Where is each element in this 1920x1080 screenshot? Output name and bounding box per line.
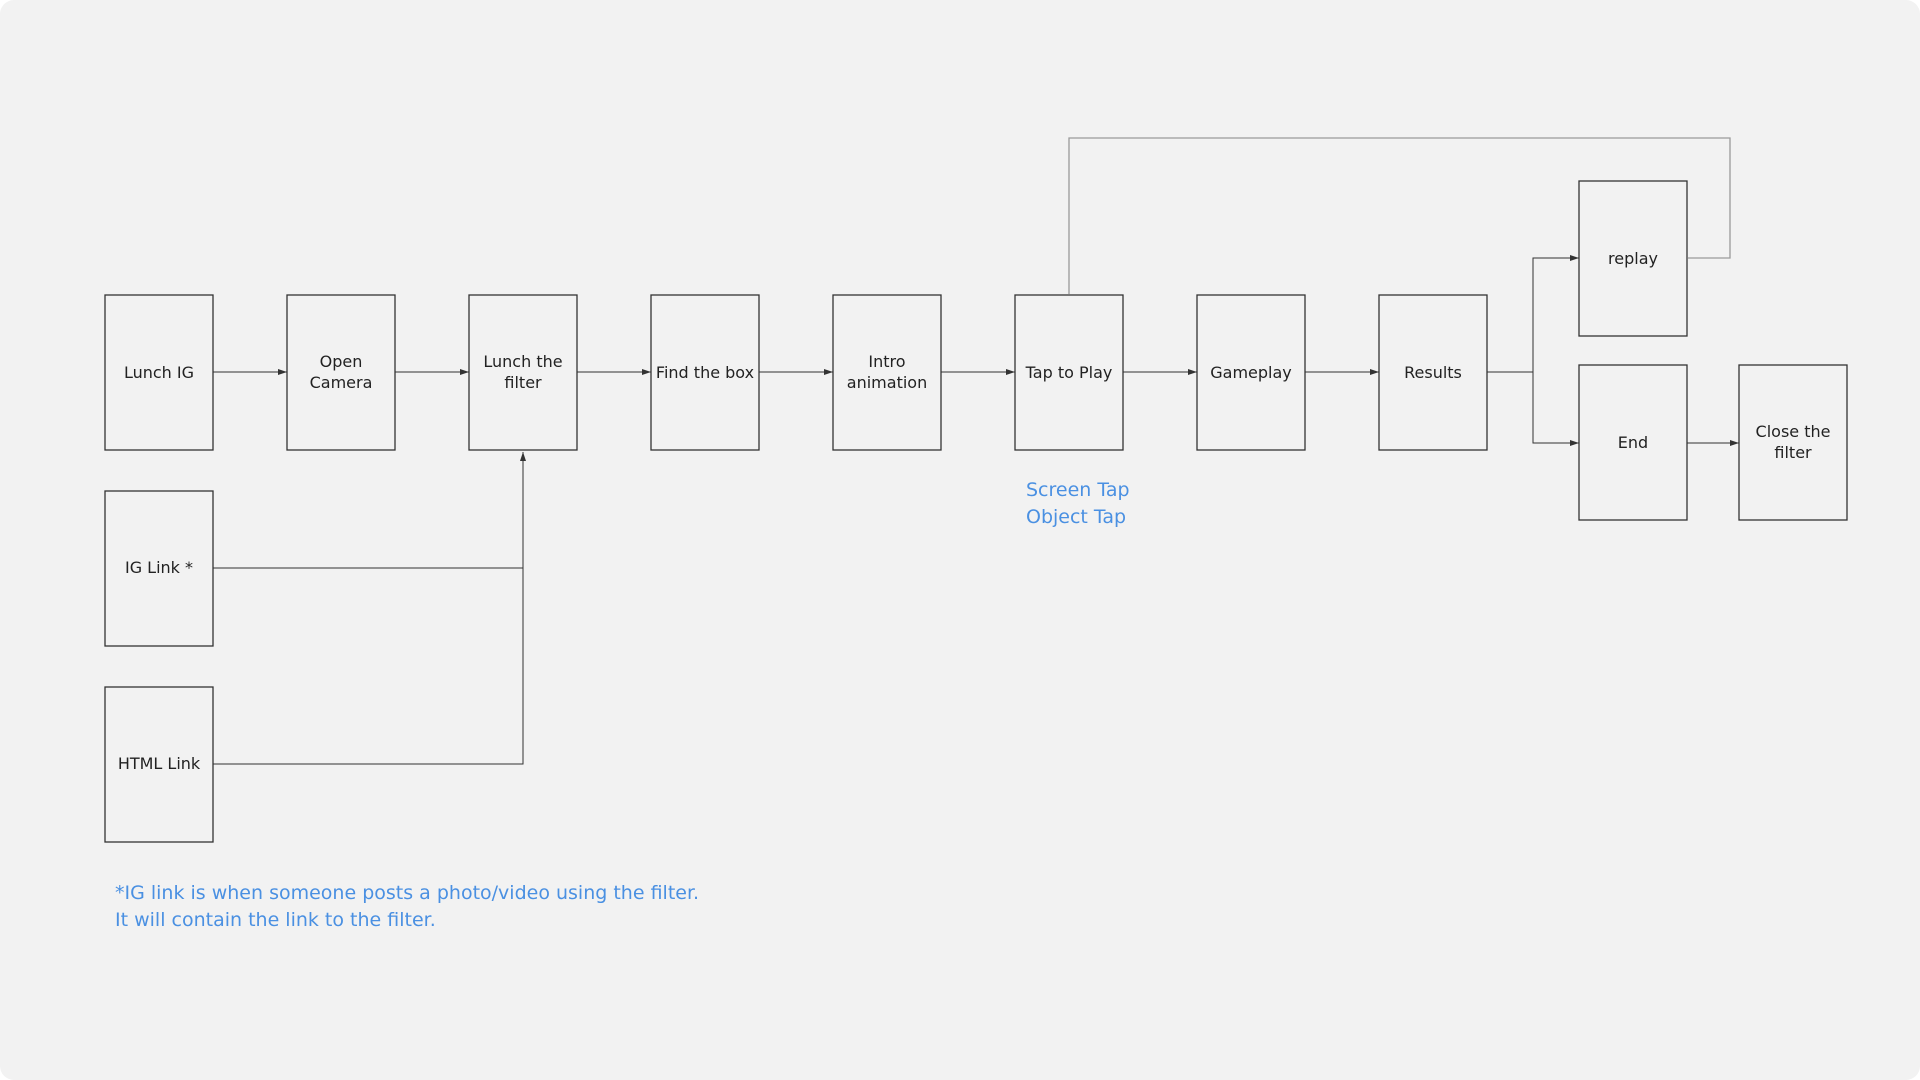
edge-results-to-replay [1487,255,1579,373]
footnote-line1: *IG link is when someone posts a photo/v… [115,882,700,904]
edge-results-to-end [1532,372,1579,446]
node-label-intro-animation-line2: animation [847,373,927,392]
node-label-tap-to-play: Tap to Play [1025,363,1113,382]
tap-note-line2: Object Tap [1026,506,1127,528]
node-label-open-camera-line2: Camera [310,373,373,392]
node-close-the-filter: Close the filter [1738,364,1848,521]
node-label-end: End [1618,433,1648,452]
node-label-results: Results [1404,363,1462,382]
node-results: Results [1378,294,1488,451]
node-find-the-box: Find the box [650,294,760,451]
node-gameplay: Gameplay [1196,294,1306,451]
tap-note-line1: Screen Tap [1026,479,1130,501]
edge-replay-to-tap-to-play [1068,137,1731,294]
footnote-line2: It will contain the link to the filter. [115,909,436,931]
node-label-lunch-filter-line1: Lunch the [483,352,562,371]
node-end: End [1578,364,1688,521]
node-label-html-link: HTML Link [118,754,201,773]
node-lunch-the-filter: Lunch the filter [468,294,578,451]
node-html-link: HTML Link [104,686,214,843]
node-label-lunch-ig: Lunch IG [124,363,194,382]
edge-html-link-to-lunch-filter [213,452,526,765]
node-label-find-box: Find the box [656,363,754,382]
node-label-replay: replay [1608,249,1658,268]
node-open-camera: Open Camera [286,294,396,451]
node-intro-animation: Intro animation [832,294,942,451]
node-label-intro-animation-line1: Intro [868,352,905,371]
node-label-ig-link: IG Link * [125,558,193,577]
node-label-open-camera-line1: Open [320,352,363,371]
ig-link-footnote: *IG link is when someone posts a photo/v… [115,880,699,934]
node-tap-to-play: Tap to Play [1014,294,1124,451]
node-label-gameplay: Gameplay [1210,363,1292,382]
node-label-lunch-filter-line2: filter [504,373,542,392]
node-ig-link: IG Link * [104,490,214,647]
node-lunch-ig: Lunch IG [104,294,214,451]
node-label-close-filter-line1: Close the [1756,422,1831,441]
tap-to-play-note: Screen Tap Object Tap [1026,477,1130,531]
node-label-close-filter-line2: filter [1774,443,1812,462]
node-replay: replay [1578,180,1688,337]
